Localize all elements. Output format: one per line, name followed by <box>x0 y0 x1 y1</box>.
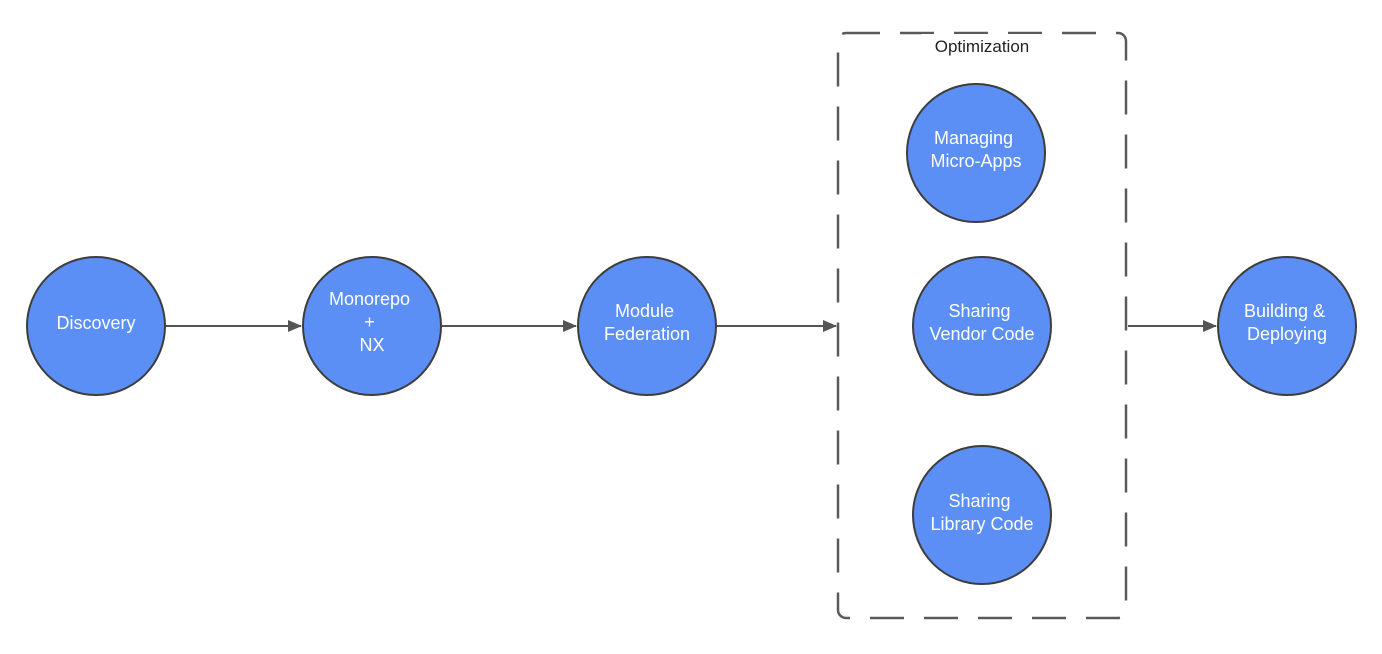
svg-text:Monorepo + NX: Monorepo + NX <box>329 289 415 355</box>
node-module-federation-label-line-2: Federation <box>604 324 690 344</box>
svg-text:Discovery: Discovery <box>56 313 135 333</box>
optimization-group-title: Optimization <box>935 37 1029 56</box>
optimization-group-border <box>836 31 1128 620</box>
node-monorepo-nx-label-line-3: NX <box>359 335 384 355</box>
group-title-background <box>922 34 1044 58</box>
node-building-deploying: Building & Deploying <box>1217 256 1357 396</box>
svg-text:Managing Micro-Apps: Managing Micro-Apps <box>930 128 1021 171</box>
node-sharing-library-code-circle <box>912 445 1052 585</box>
node-module-federation: Module Federation <box>577 256 717 396</box>
optimization-group: Optimization <box>836 31 1128 620</box>
svg-text:Sharing Vendor Code: Sharing Vendor Code <box>929 301 1034 344</box>
node-managing-micro-apps-circle <box>906 83 1046 223</box>
node-discovery: Discovery <box>26 256 166 396</box>
svg-text:Module Federation: Module Federation <box>604 301 690 344</box>
node-sharing-vendor-code-label-line-2: Vendor Code <box>929 324 1034 344</box>
svg-text:Sharing Library Code: Sharing Library Code <box>930 491 1033 534</box>
node-discovery-label: Discovery <box>56 313 135 333</box>
svg-text:Building & Deploying: Building & Deploying <box>1244 301 1330 344</box>
node-sharing-vendor-code-circle <box>912 256 1052 396</box>
node-monorepo-nx: Monorepo + NX <box>302 256 442 396</box>
node-managing-micro-apps: Managing Micro-Apps <box>906 83 1046 223</box>
node-monorepo-nx-label-line-2: + <box>364 312 375 332</box>
node-building-deploying-circle <box>1217 256 1357 396</box>
node-sharing-library-code: Sharing Library Code <box>912 445 1052 585</box>
node-managing-micro-apps-label-line-1: Managing <box>934 128 1013 148</box>
node-sharing-vendor-code: Sharing Vendor Code <box>912 256 1052 396</box>
node-module-federation-label-line-1: Module <box>615 301 674 321</box>
node-building-deploying-label-line-2: Deploying <box>1247 324 1327 344</box>
node-discovery-circle <box>26 256 166 396</box>
node-monorepo-nx-circle <box>302 256 442 396</box>
node-monorepo-nx-label-line-1: Monorepo <box>329 289 410 309</box>
node-module-federation-circle <box>577 256 717 396</box>
node-sharing-library-code-label-line-1: Sharing <box>948 491 1010 511</box>
node-managing-micro-apps-label-line-2: Micro-Apps <box>930 151 1021 171</box>
node-building-deploying-label-line-1: Building & <box>1244 301 1325 321</box>
node-sharing-vendor-code-label-line-1: Sharing <box>948 301 1010 321</box>
node-sharing-library-code-label-line-2: Library Code <box>930 514 1033 534</box>
